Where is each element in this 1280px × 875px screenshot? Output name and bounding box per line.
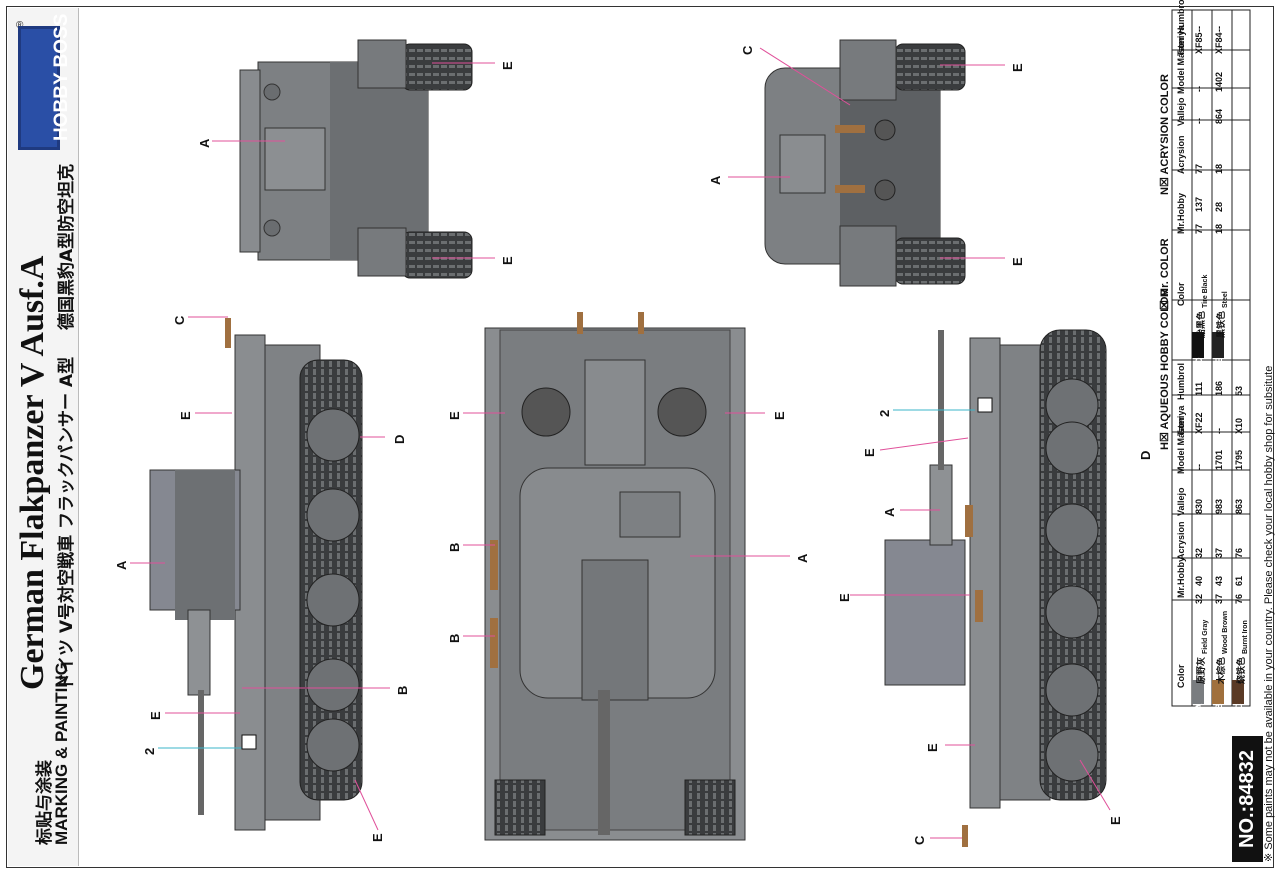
- row-b-h: 37: [1214, 593, 1224, 604]
- registered-mark: ®: [16, 20, 23, 31]
- row-a-vallejo: 830: [1194, 498, 1204, 514]
- header-vallejo: Vallejo: [1176, 487, 1186, 516]
- rear-view: [764, 39, 966, 287]
- swatch-b: [1212, 680, 1224, 704]
- row-c-name-en: Burnt Iron: [1242, 620, 1249, 654]
- header-humbrol: Humbrol: [1176, 363, 1186, 400]
- row-e-tamiya: XF84: [1214, 32, 1224, 54]
- row-c-mr: 61: [1234, 575, 1244, 586]
- row-e-mr: 28: [1214, 201, 1224, 212]
- row-a-tamiya: XF22: [1194, 412, 1204, 434]
- header-acrysion-2: Acrysion: [1176, 135, 1186, 174]
- header-mr-hobby-2: Mr.Hobby: [1176, 192, 1186, 234]
- row-c-name-cn: 烧铁色: [1236, 656, 1246, 684]
- hobbyboss-logo: HOBBY BOSS: [18, 14, 72, 150]
- row-b-key: B: [1214, 703, 1224, 711]
- row-b-mm: 1701: [1214, 449, 1224, 470]
- header-acrysion: Acrysion: [1176, 521, 1186, 560]
- front-view: [239, 39, 473, 279]
- swatch-c: [1232, 680, 1244, 704]
- row-b-name-cn: 木棕色: [1216, 656, 1226, 684]
- row-e-humbrol: --: [1214, 26, 1224, 32]
- row-a-name-cn: 原野灰: [1196, 656, 1206, 684]
- row-b-tamiya: --: [1214, 428, 1224, 434]
- row-d-name-cn: 胎黑色: [1196, 310, 1206, 338]
- row-b-name-en: Wood Brown: [1222, 610, 1229, 654]
- swatch-e: [1212, 332, 1224, 358]
- row-d-name-en: Tire Black: [1202, 274, 1209, 308]
- row-d-mm: --: [1194, 86, 1204, 92]
- row-a-name-en: Field Gray: [1202, 619, 1209, 654]
- header-tamiya: Tamiya: [1176, 405, 1186, 436]
- swatch-a: [1192, 680, 1204, 704]
- row-a-mm: --: [1194, 464, 1204, 470]
- row-c-tamiya: X10: [1234, 417, 1244, 434]
- page-frame: [6, 6, 1274, 868]
- row-d-humbrol: --: [1194, 26, 1204, 32]
- row-a-n: 32: [1194, 547, 1204, 558]
- header-vallejo-2: Vallejo: [1176, 97, 1186, 126]
- row-b-humbrol: 186: [1214, 380, 1224, 396]
- row-a-mr: 40: [1194, 575, 1204, 586]
- row-d-h: 77: [1194, 223, 1204, 234]
- top-view: [484, 312, 746, 841]
- row-d-vallejo: --: [1194, 118, 1204, 124]
- title-strip: [8, 8, 79, 866]
- row-e-key: E: [1214, 357, 1224, 364]
- header-humbrol-2: Humbrol: [1176, 0, 1186, 34]
- row-c-humbrol: 53: [1234, 385, 1244, 396]
- row-e-vallejo: 864: [1214, 108, 1224, 124]
- availability-footnote: ※ Some paints may not be available in yo…: [1263, 365, 1275, 862]
- row-a-humbrol: 111: [1194, 381, 1204, 396]
- row-b-vallejo: 983: [1214, 498, 1224, 514]
- row-e-h: 18: [1214, 223, 1224, 234]
- row-b-mr: 43: [1214, 575, 1224, 586]
- balkenkreuz-decal-right: [977, 397, 993, 413]
- row-c-vallejo: 863: [1234, 498, 1244, 514]
- row-d-key: D: [1194, 357, 1204, 365]
- row-a-key: A: [1194, 703, 1204, 711]
- header-mr-hobby: Mr.Hobby: [1176, 556, 1186, 598]
- row-c-n: 76: [1234, 547, 1244, 558]
- right-side-view: [884, 329, 1107, 847]
- row-c-mm: 1795: [1234, 449, 1244, 470]
- callout-leaders: [130, 47, 1111, 839]
- row-e-n: 18: [1214, 163, 1224, 174]
- row-e-name-en: Steel: [1222, 291, 1229, 308]
- decal-leaders: [158, 409, 975, 749]
- row-d-mr: 137: [1194, 196, 1204, 212]
- row-e-mm: 1402: [1214, 71, 1224, 92]
- balkenkreuz-decal-left: [241, 734, 257, 750]
- swatch-d: [1192, 332, 1204, 358]
- row-d-n: 77: [1194, 163, 1204, 174]
- row-a-h: 32: [1194, 593, 1204, 604]
- row-b-n: 37: [1214, 547, 1224, 558]
- color-table: Color Mr.Hobby Acrysion Vallejo Model Ma…: [1172, 0, 1249, 710]
- header-color-2: Color: [1176, 282, 1186, 307]
- row-e-name-cn: 黑铁色: [1216, 310, 1226, 338]
- row-d-tamiya: XF85: [1194, 32, 1204, 54]
- header-color: Color: [1176, 664, 1186, 689]
- row-c-key: C: [1234, 703, 1244, 711]
- row-c-h: 76: [1234, 593, 1244, 604]
